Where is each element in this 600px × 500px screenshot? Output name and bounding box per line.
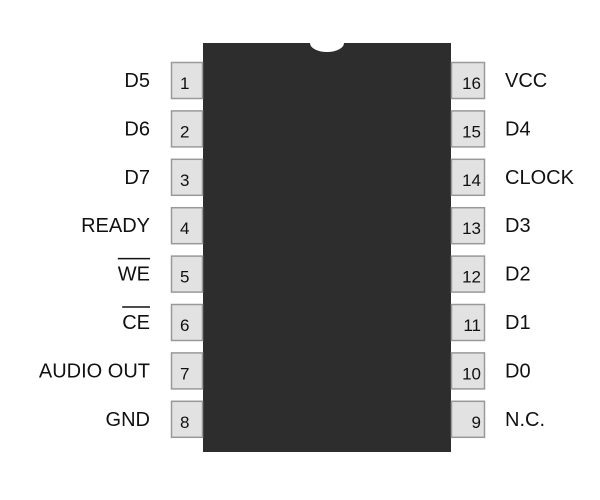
pin-box bbox=[170, 352, 204, 390]
pin-number: 9 bbox=[472, 413, 481, 432]
pin-box bbox=[450, 206, 486, 245]
pin-label: D2 bbox=[505, 264, 531, 286]
pin-label: D1 bbox=[505, 312, 531, 334]
pin-16: 16 VCC bbox=[450, 61, 547, 100]
pin-label: WE bbox=[118, 264, 150, 286]
pin-box bbox=[450, 158, 486, 197]
pin-number: 5 bbox=[180, 268, 189, 287]
pin-number: 16 bbox=[462, 74, 481, 93]
pin-label: CLOCK bbox=[505, 167, 575, 189]
pin-label: VCC bbox=[505, 70, 547, 92]
pins: 1 D5 2 D6 3 D7 4 READY 5 WE 6 CE 7 AUDIO OUT 8 GND 16 VCC… bbox=[39, 61, 575, 439]
pin-number: 11 bbox=[463, 316, 481, 335]
pin-6: 6 CE bbox=[122, 303, 204, 342]
pin-box bbox=[450, 61, 486, 100]
pin-1: 1 D5 bbox=[124, 61, 204, 100]
pin-label: D7 bbox=[124, 167, 150, 189]
pin-14: 14 CLOCK bbox=[450, 158, 575, 197]
pin-label: D0 bbox=[505, 360, 531, 382]
pin-label: AUDIO OUT bbox=[39, 360, 150, 382]
pin-box bbox=[170, 158, 204, 197]
pin-5: 5 WE bbox=[117, 255, 204, 293]
pin-13: 13 D3 bbox=[450, 206, 531, 245]
pin-number: 6 bbox=[180, 316, 189, 335]
pin-number: 14 bbox=[462, 171, 481, 190]
pin-number: 1 bbox=[180, 74, 189, 93]
pin-box bbox=[450, 352, 486, 390]
pin-number: 2 bbox=[180, 122, 189, 141]
pin-number: 3 bbox=[180, 171, 189, 190]
pin-number: 13 bbox=[462, 219, 481, 238]
pin-11: 11 D1 bbox=[450, 303, 531, 342]
pin-box bbox=[450, 255, 486, 293]
pin-box bbox=[170, 206, 204, 245]
pin-label: CE bbox=[122, 312, 150, 334]
pin-15: 15 D4 bbox=[450, 110, 531, 148]
pin-label: D5 bbox=[124, 70, 150, 92]
pin-label: D3 bbox=[505, 215, 531, 237]
pin-box bbox=[170, 110, 204, 148]
pin-box bbox=[170, 61, 204, 100]
pin-label: READY bbox=[81, 215, 150, 237]
pin-number: 8 bbox=[180, 413, 189, 432]
pin-8: 8 GND bbox=[106, 400, 204, 439]
pin-box bbox=[170, 303, 204, 342]
pin-2: 2 D6 bbox=[124, 110, 204, 148]
pin-10: 10 D0 bbox=[450, 352, 531, 390]
pin-label: D4 bbox=[505, 118, 531, 140]
pin-number: 12 bbox=[462, 268, 481, 287]
pin-label: N.C. bbox=[505, 409, 545, 431]
pin-number: 4 bbox=[180, 219, 189, 238]
chip-body bbox=[203, 43, 451, 452]
pin-box bbox=[450, 110, 486, 148]
pin-label: GND bbox=[106, 409, 150, 431]
pin-7: 7 AUDIO OUT bbox=[39, 352, 204, 390]
pin-number: 10 bbox=[462, 364, 481, 383]
pin-4: 4 READY bbox=[81, 206, 204, 245]
pin-box bbox=[170, 400, 204, 439]
pin-box bbox=[450, 400, 486, 439]
pin-9: 9 N.C. bbox=[450, 400, 545, 439]
pin-box bbox=[450, 303, 486, 342]
pin-12: 12 D2 bbox=[450, 255, 531, 293]
pin-number: 15 bbox=[462, 122, 481, 141]
pin-3: 3 D7 bbox=[124, 158, 204, 197]
pin-box bbox=[170, 255, 204, 293]
pin-number: 7 bbox=[180, 364, 189, 383]
pin-label: D6 bbox=[124, 118, 150, 140]
